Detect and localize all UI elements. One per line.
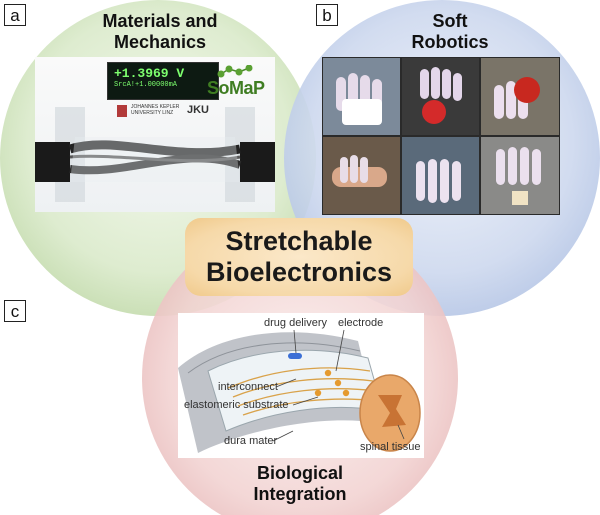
- biology-title-line1: Biological: [256, 463, 343, 483]
- spinal-illustration: drug delivery electrode interconnect ela…: [178, 313, 424, 458]
- meter-sub: SrcA!+1.00000mA: [114, 81, 178, 89]
- robotics-photos: [323, 58, 559, 214]
- biology-title: Biological Integration: [230, 463, 370, 505]
- robotics-title-line1: Soft: [432, 11, 468, 31]
- label-drug-delivery: drug delivery: [264, 317, 327, 329]
- materials-title-line1: Materials and: [102, 11, 218, 31]
- center-title-line1: Stretchable: [225, 226, 373, 256]
- biology-title-line2: Integration: [253, 484, 347, 504]
- robotics-title: Soft Robotics: [400, 11, 500, 53]
- materials-photo: +1.3969 V SrcA!+1.00000mA SoMaP JOHANNES…: [35, 57, 275, 212]
- university-name-line2: UNIVERSITY LINZ: [131, 110, 174, 116]
- spinal-implant-drawing: [178, 329, 421, 453]
- university-logo: JOHANNES KEPLER UNIVERSITY LINZ JKU: [117, 103, 217, 121]
- label-interconnect: interconnect: [218, 381, 278, 393]
- label-elastomeric-substrate: elastomeric substrate: [184, 399, 289, 411]
- meter-reading: +1.3969 V: [114, 66, 185, 81]
- panel-label-b: b: [316, 4, 338, 26]
- center-title-box: Stretchable Bioelectronics: [185, 218, 413, 296]
- materials-title: Materials and Mechanics: [90, 11, 230, 53]
- label-dura-mater: dura mater: [224, 435, 278, 447]
- somap-logo: SoMaP: [207, 65, 271, 101]
- panel-label-a: a: [4, 4, 26, 26]
- panel-label-c: c: [4, 300, 26, 322]
- center-title-line2: Bioelectronics: [205, 257, 393, 287]
- somap-logo-text: SoMaP: [207, 78, 265, 98]
- university-crest-icon: [117, 105, 127, 117]
- label-spinal-tissue: spinal tissue: [360, 441, 421, 453]
- materials-title-line2: Mechanics: [113, 32, 207, 52]
- label-electrode: electrode: [338, 317, 384, 329]
- university-name-line1: JOHANNES KEPLER: [131, 104, 180, 110]
- robotics-title-line2: Robotics: [411, 32, 489, 52]
- jku-text: JKU: [187, 104, 210, 116]
- somap-molecule-icon: [217, 65, 253, 78]
- stretch-rig: [35, 107, 275, 202]
- meter-display: +1.3969 V SrcA!+1.00000mA: [107, 62, 219, 100]
- robotics-photo-grid: [322, 57, 560, 215]
